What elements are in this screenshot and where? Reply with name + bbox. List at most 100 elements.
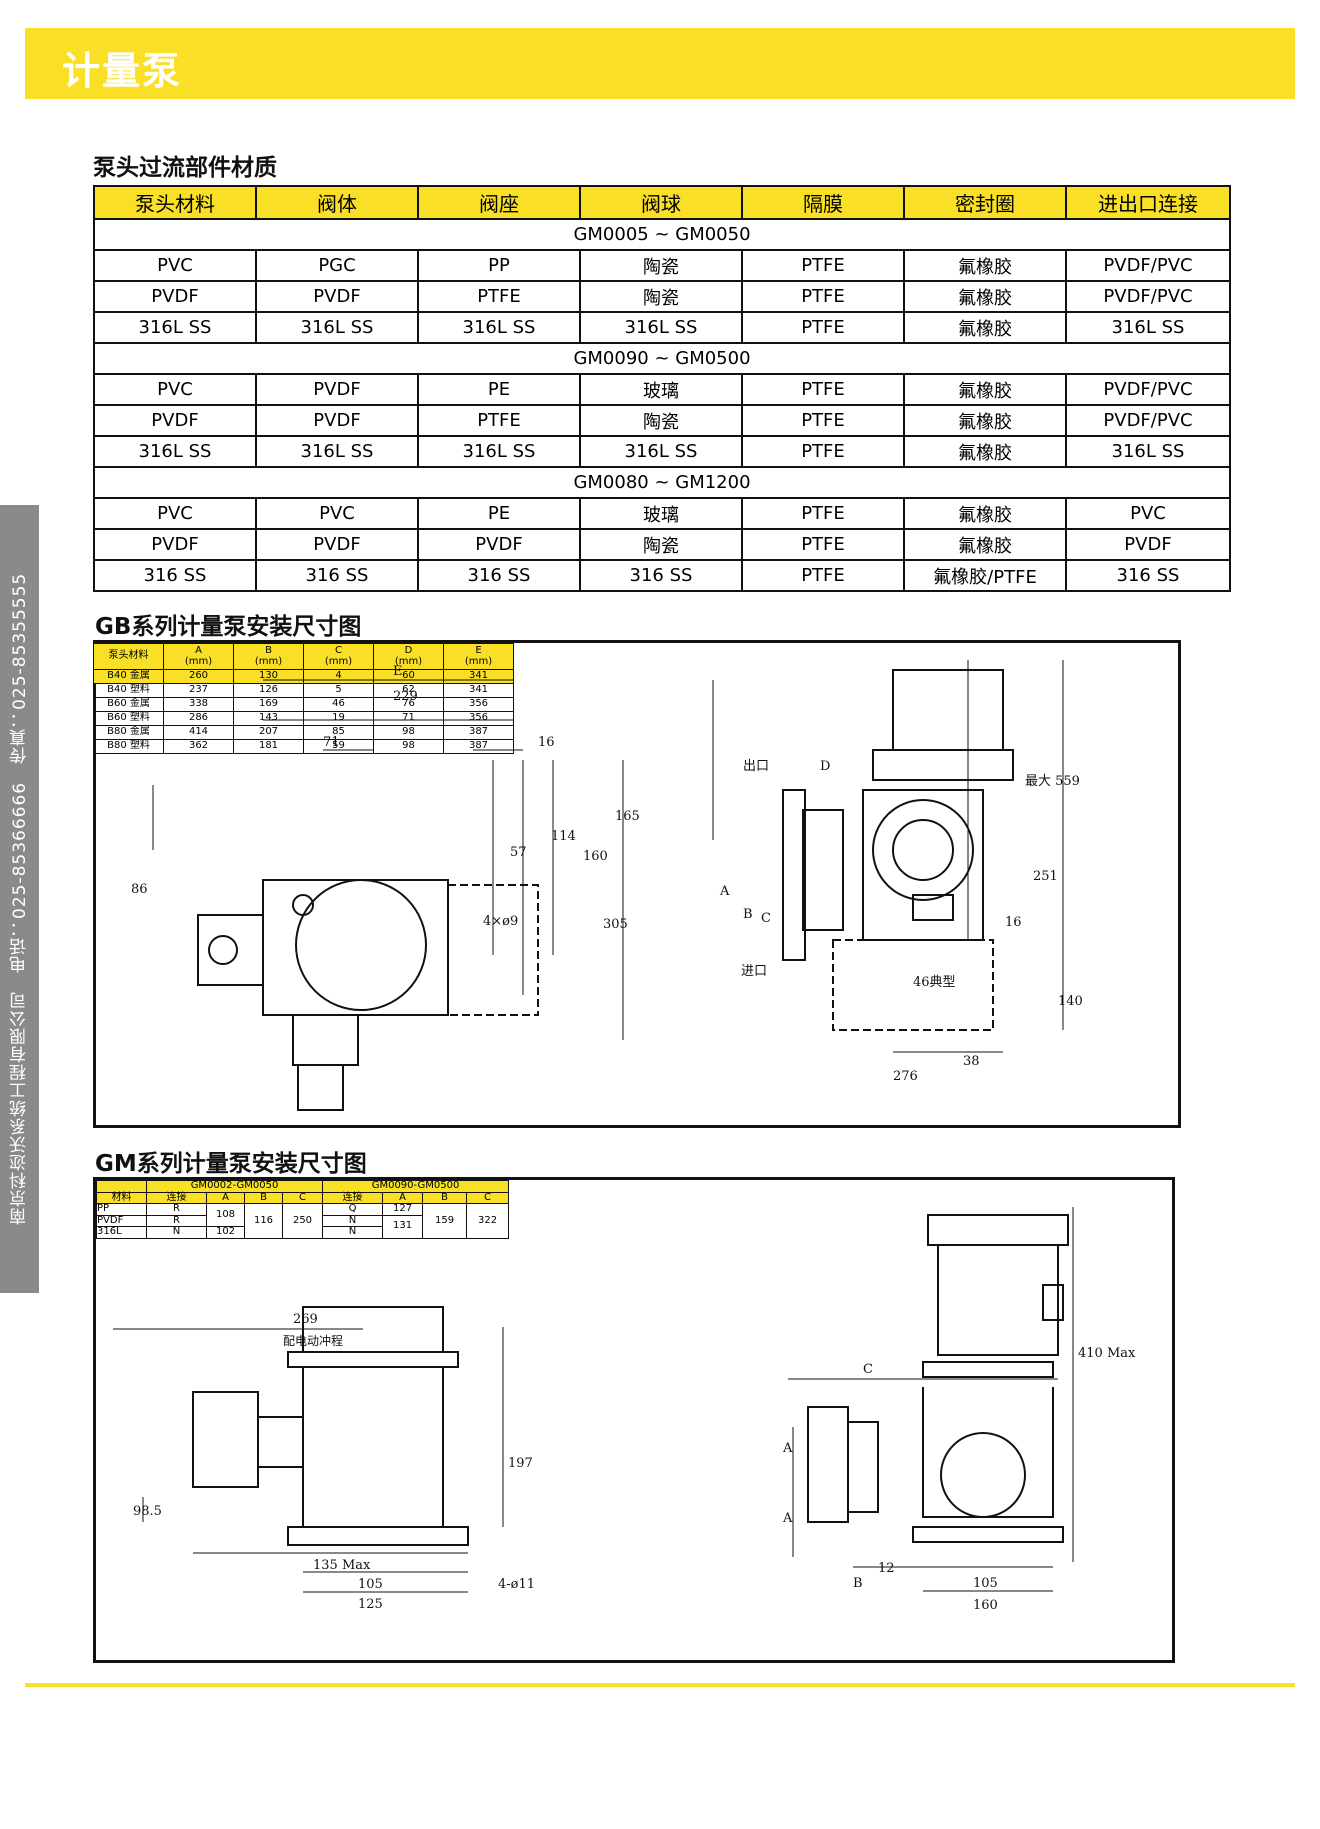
gb-dim-276: 276 — [893, 1069, 918, 1084]
model-group-row: GM0080 ~ GM1200 — [93, 466, 1231, 499]
gm-motor-cap — [927, 1214, 1069, 1246]
spec-cell: B40 金属 — [93, 669, 164, 684]
gb-dim-holes: 4×ø9 — [483, 914, 518, 929]
gb-label-outlet: 出口 — [743, 759, 769, 774]
spec-header: C(mm) — [303, 643, 374, 670]
table-cell: PGC — [255, 249, 419, 282]
gm-dim-125: 125 — [358, 1597, 383, 1612]
gb-pump-head-side — [802, 809, 844, 931]
gb-dim-max559: 最大 559 — [1025, 774, 1080, 789]
gm-base — [287, 1526, 469, 1546]
header-band — [25, 28, 1295, 99]
gb-flange — [197, 914, 264, 986]
gm-dim-holes: 4-ø11 — [498, 1577, 535, 1592]
gm-dim-105: 105 — [358, 1577, 383, 1592]
table-cell: PVDF — [93, 404, 257, 437]
gb-dim-E: E — [393, 664, 403, 679]
gm-dim-C: C — [863, 1362, 873, 1377]
table-cell: 玻璃 — [579, 497, 743, 530]
table-cell: PTFE — [741, 435, 905, 468]
table-cell: PTFE — [741, 373, 905, 406]
gb-dim-229: 229 — [393, 689, 418, 704]
table-cell: PTFE — [741, 249, 905, 282]
column-header: 隔膜 — [741, 185, 905, 220]
gb-motor — [892, 669, 1004, 751]
table-cell: PVC — [1065, 497, 1231, 530]
table-cell: PE — [417, 497, 581, 530]
footer-rule — [25, 1683, 1295, 1687]
table-cell: PTFE — [417, 404, 581, 437]
gm-dim-410: 410 Max — [1078, 1346, 1136, 1361]
gb-dim-251: 251 — [1033, 869, 1058, 884]
table-cell: PVDF/PVC — [1065, 404, 1231, 437]
gb-dim-B: B — [743, 907, 753, 922]
table-cell: 氟橡胶 — [903, 373, 1067, 406]
spec-header: A(mm) — [163, 643, 234, 670]
gm-dim-12: 12 — [878, 1561, 895, 1576]
table-cell: 陶瓷 — [579, 280, 743, 313]
table-cell: PE — [417, 373, 581, 406]
table-cell: 316 SS — [417, 559, 581, 592]
table-cell: PTFE — [741, 497, 905, 530]
table-cell: 316L SS — [1065, 311, 1231, 344]
gm-dim-197: 197 — [508, 1456, 533, 1471]
column-header: 阀座 — [417, 185, 581, 220]
gm-label-stroke: 配电动冲程 — [283, 1333, 343, 1348]
gb-pump-head-circle — [295, 879, 427, 1011]
gm-section-title: GM系列计量泵安装尺寸图 — [95, 1151, 367, 1177]
gm-motor — [937, 1244, 1059, 1356]
materials-section-title: 泵头过流部件材质 — [93, 155, 277, 181]
table-cell: 316L SS — [93, 311, 257, 344]
gb-dim-114: 114 — [551, 829, 576, 844]
table-cell: 316L SS — [1065, 435, 1231, 468]
table-cell: PVDF — [93, 528, 257, 561]
gm-spec-row: 316L N 102 N — [96, 1226, 509, 1239]
table-cell: PP — [417, 249, 581, 282]
spec-cell: 260 — [163, 669, 234, 684]
table-cell: PVDF — [417, 528, 581, 561]
gb-dim-140: 140 — [1058, 994, 1083, 1009]
gm-gearbox — [922, 1387, 1054, 1518]
spec-header: D(mm) — [373, 643, 444, 670]
gb-gearbox — [862, 789, 984, 941]
gm-base-right — [912, 1526, 1064, 1543]
table-cell: PVC — [93, 373, 257, 406]
table-cell: 316 SS — [93, 559, 257, 592]
table-cell: 316L SS — [255, 311, 419, 344]
gb-dim-38: 38 — [963, 1054, 980, 1069]
table-cell: 氟橡胶 — [903, 435, 1067, 468]
page-title: 计量泵 — [62, 49, 183, 93]
gb-dim-C: C — [761, 911, 771, 926]
gb-dim-D: D — [820, 759, 830, 774]
table-cell: PVDF/PVC — [1065, 373, 1231, 406]
model-group-row: GM0090 ~ GM0500 — [93, 342, 1231, 375]
table-cell: 玻璃 — [579, 373, 743, 406]
table-cell: 316L SS — [417, 435, 581, 468]
table-cell: PTFE — [741, 528, 905, 561]
gm-drawing: 269 配电动冲程 197 98.5 135 Max 105 125 4-ø11… — [113, 1207, 1136, 1613]
table-cell: 氟橡胶 — [903, 311, 1067, 344]
table-cell: 316L SS — [417, 311, 581, 344]
table-cell: 陶瓷 — [579, 404, 743, 437]
gm-diagram-frame — [93, 1177, 1175, 1663]
gb-pump-body — [262, 879, 449, 1016]
column-header: 泵头材料 — [93, 185, 257, 220]
table-cell: 氟橡胶/PTFE — [903, 559, 1067, 592]
gb-dim-16b: 16 — [1005, 915, 1022, 930]
table-cell: PVDF — [255, 280, 419, 313]
sidebar-band — [0, 505, 39, 1293]
materials-table: 泵头材料 阀体 阀座 阀球 隔膜 密封圈 进出口连接 GM0005 ~ GM00… — [93, 185, 1231, 592]
gb-dim-57: 57 — [510, 845, 527, 860]
gm-dim-B: B — [853, 1576, 863, 1591]
gb-dim-165: 165 — [615, 809, 640, 824]
model-group-label: GM0005 ~ GM0050 — [93, 218, 1231, 251]
spec-header: B(mm) — [233, 643, 304, 670]
table-cell: 316L SS — [93, 435, 257, 468]
gb-drawing: E 229 71 16 114 57 160 165 86 305 4×ø9 出… — [131, 660, 1083, 1111]
gm-pump-body — [302, 1366, 444, 1528]
table-cell: PVDF — [255, 404, 419, 437]
